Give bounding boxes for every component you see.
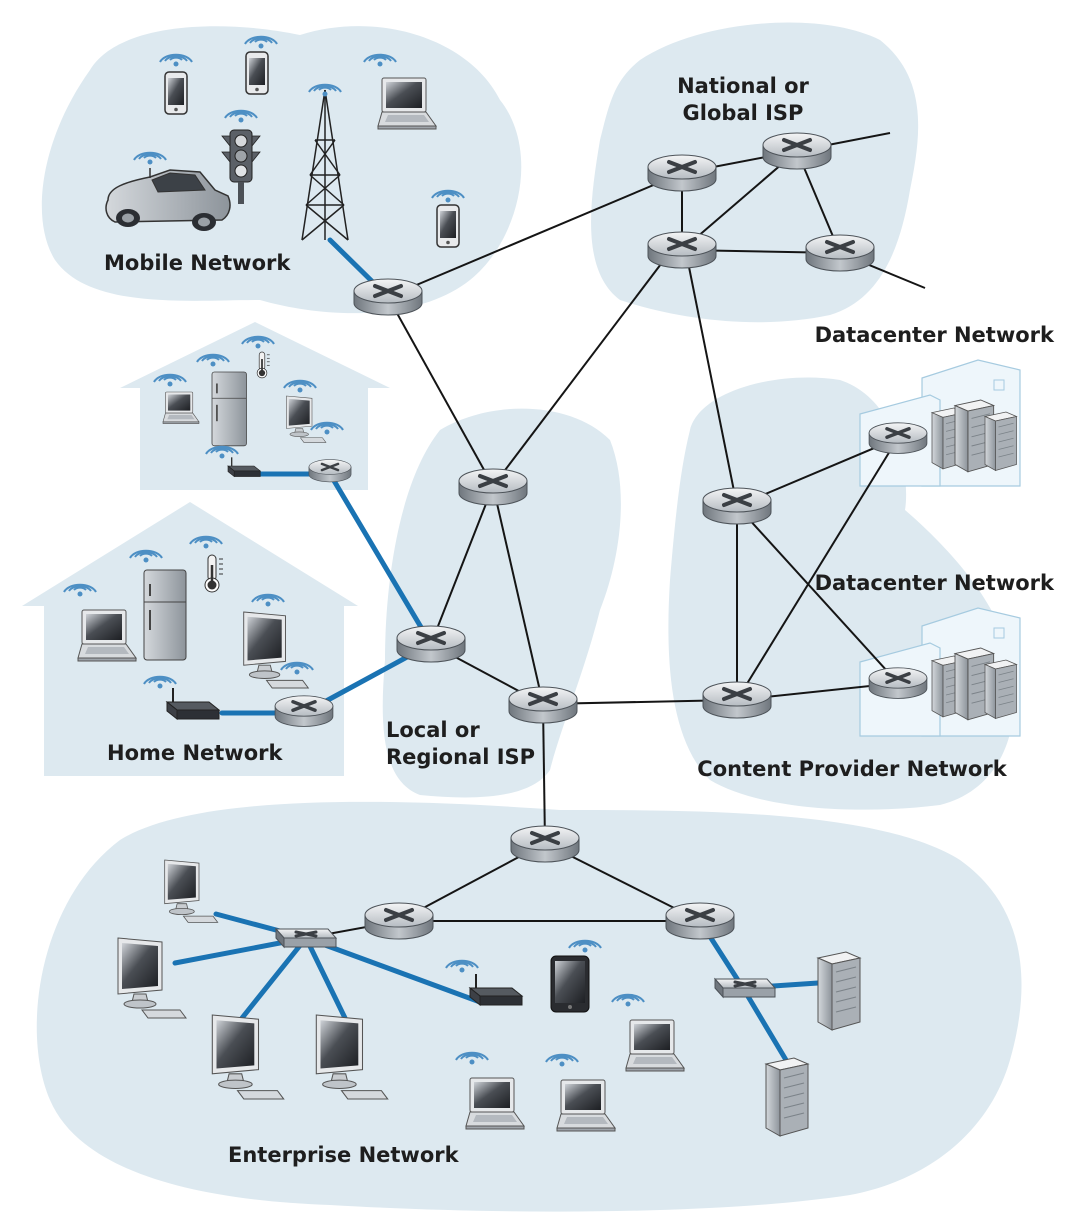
home-network-house-lower	[22, 502, 358, 776]
home-network-house-upper	[120, 322, 390, 490]
router-icon	[352, 277, 424, 317]
router-icon	[509, 824, 581, 864]
national-isp-label-line2: Global ISP	[683, 101, 804, 125]
router-icon	[307, 458, 353, 484]
server-rack-icon	[984, 411, 1017, 471]
router-icon	[457, 467, 529, 507]
smartphone-icon	[245, 51, 269, 95]
national-isp-label-line1: National or	[677, 74, 809, 98]
router-icon	[867, 666, 929, 701]
tablet-icon	[550, 955, 590, 1013]
network-labels: Mobile Network National or Global ISP Da…	[104, 74, 1055, 1167]
router-icon	[701, 486, 773, 526]
datacenter-network-label-1: Datacenter Network	[815, 323, 1055, 347]
server-rack-icon	[984, 659, 1017, 719]
cell-tower-icon	[301, 89, 349, 241]
router-icon	[363, 901, 435, 941]
router-icon	[646, 230, 718, 270]
content-provider-network-label: Content Provider Network	[697, 757, 1007, 781]
router-icon	[646, 153, 718, 193]
router-icon	[701, 680, 773, 720]
switch-icon	[713, 977, 777, 999]
local-isp-label-line2: Regional ISP	[386, 745, 535, 769]
local-isp-label-line1: Local or	[386, 718, 480, 742]
home-network-label: Home Network	[107, 741, 283, 765]
smartphone-icon	[436, 204, 460, 248]
server-rack-icon	[765, 1057, 809, 1137]
smartphone-icon	[164, 71, 188, 115]
traffic-light-icon	[221, 129, 261, 204]
mobile-network-devices	[105, 35, 465, 248]
refrigerator-icon	[211, 371, 248, 447]
router-icon	[507, 685, 579, 725]
car-icon	[105, 168, 231, 231]
switch-icon	[274, 927, 338, 949]
refrigerator-icon	[143, 569, 187, 661]
mobile-network-label: Mobile Network	[104, 251, 291, 275]
enterprise-network-label: Enterprise Network	[228, 1143, 460, 1167]
datacenter-network-label-2: Datacenter Network	[815, 571, 1055, 595]
router-icon	[761, 131, 833, 171]
national-isp-cloud	[591, 22, 919, 323]
router-icon	[804, 233, 876, 273]
router-icon	[867, 421, 929, 456]
router-icon	[664, 901, 736, 941]
server-rack-icon	[817, 951, 861, 1031]
router-icon	[273, 694, 335, 729]
router-icon	[395, 624, 467, 664]
